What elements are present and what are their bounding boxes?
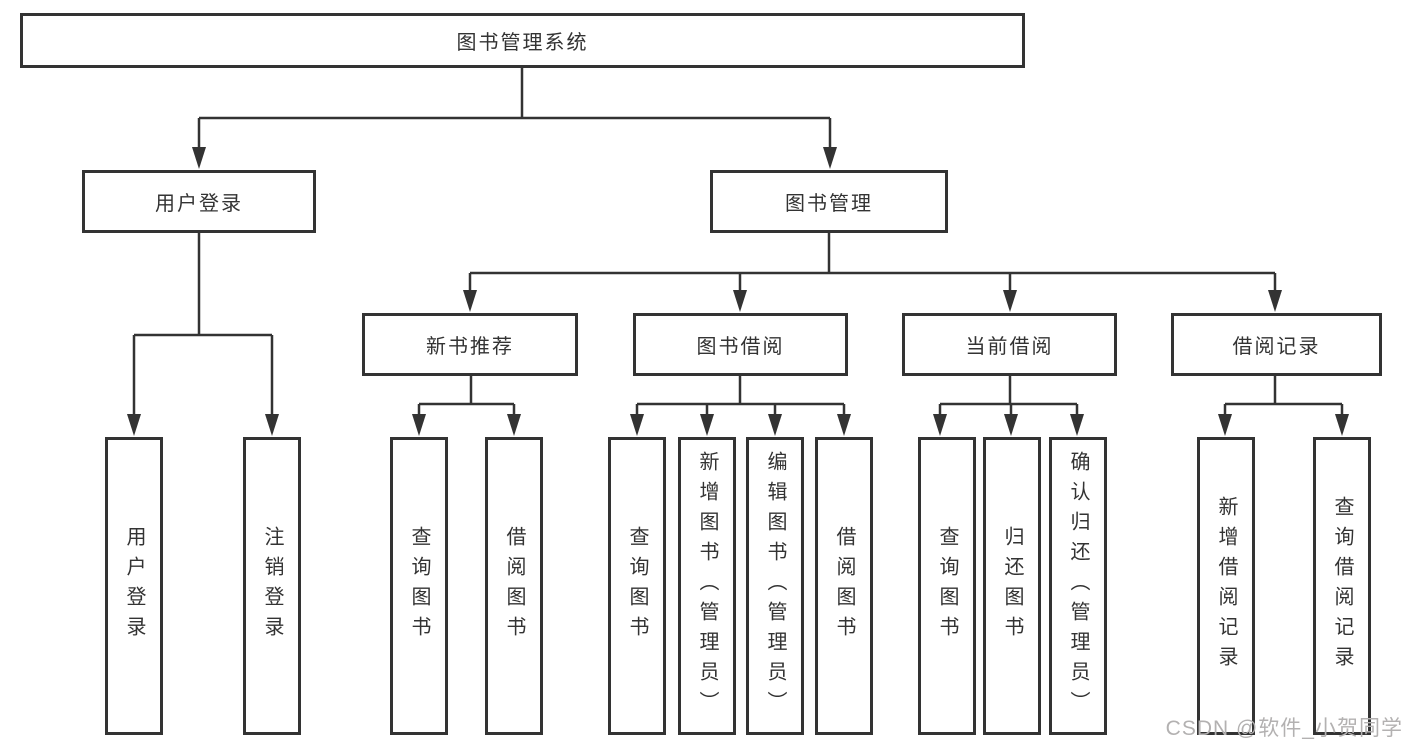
arrow-down-icon	[463, 290, 477, 312]
arrow-down-icon	[1218, 414, 1232, 436]
arrow-down-icon	[1268, 290, 1282, 312]
arrow-down-icon	[412, 414, 426, 436]
arrow-down-icon	[1335, 414, 1349, 436]
connector-book-management	[468, 233, 1277, 293]
node-library-management-system: 图书管理系统	[20, 13, 1025, 68]
leaf-user-login: 用户登录	[105, 437, 163, 735]
node-borrow-records: 借阅记录	[1171, 313, 1382, 376]
leaf-confirm-return-admin: 确认归还（管理员）	[1049, 437, 1107, 735]
arrow-down-icon	[733, 290, 747, 312]
arrow-down-icon	[192, 147, 206, 169]
arrowheads	[127, 147, 1349, 436]
leaf-add-borrow-record: 新增借阅记录	[1197, 437, 1255, 735]
connector-user-login	[132, 233, 274, 418]
leaf-borrow-books-recommend: 借阅图书	[485, 437, 543, 735]
leaf-query-books-current: 查询图书	[918, 437, 976, 735]
arrow-down-icon	[823, 147, 837, 169]
node-book-management: 图书管理	[710, 170, 948, 233]
connector-new-book-recommend	[417, 376, 516, 418]
arrow-down-icon	[837, 414, 851, 436]
csdn-watermark: CSDN @软件_小贺同学	[1165, 717, 1403, 740]
arrow-down-icon	[768, 414, 782, 436]
connector-current-borrow	[938, 376, 1079, 418]
node-book-borrow: 图书借阅	[633, 313, 848, 376]
leaf-borrow-books: 借阅图书	[815, 437, 873, 735]
leaf-add-books-admin: 新增图书（管理员）	[678, 437, 736, 735]
node-current-borrow: 当前借阅	[902, 313, 1117, 376]
leaf-edit-books-admin: 编辑图书（管理员）	[746, 437, 804, 735]
leaf-logout: 注销登录	[243, 437, 301, 735]
arrow-down-icon	[507, 414, 521, 436]
arrow-down-icon	[630, 414, 644, 436]
node-new-book-recommend: 新书推荐	[362, 313, 578, 376]
leaf-query-books-borrow: 查询图书	[608, 437, 666, 735]
connector-root	[197, 68, 832, 150]
arrow-down-icon	[265, 414, 279, 436]
arrow-down-icon	[1003, 290, 1017, 312]
node-user-login: 用户登录	[82, 170, 316, 233]
connector-borrow-records	[1223, 376, 1344, 418]
arrow-down-icon	[933, 414, 947, 436]
leaf-query-borrow-record: 查询借阅记录	[1313, 437, 1371, 735]
connector-book-borrow	[635, 376, 846, 418]
arrow-down-icon	[1004, 414, 1018, 436]
arrow-down-icon	[700, 414, 714, 436]
leaf-return-books: 归还图书	[983, 437, 1041, 735]
leaf-query-books-recommend: 查询图书	[390, 437, 448, 735]
arrow-down-icon	[127, 414, 141, 436]
arrow-down-icon	[1070, 414, 1084, 436]
